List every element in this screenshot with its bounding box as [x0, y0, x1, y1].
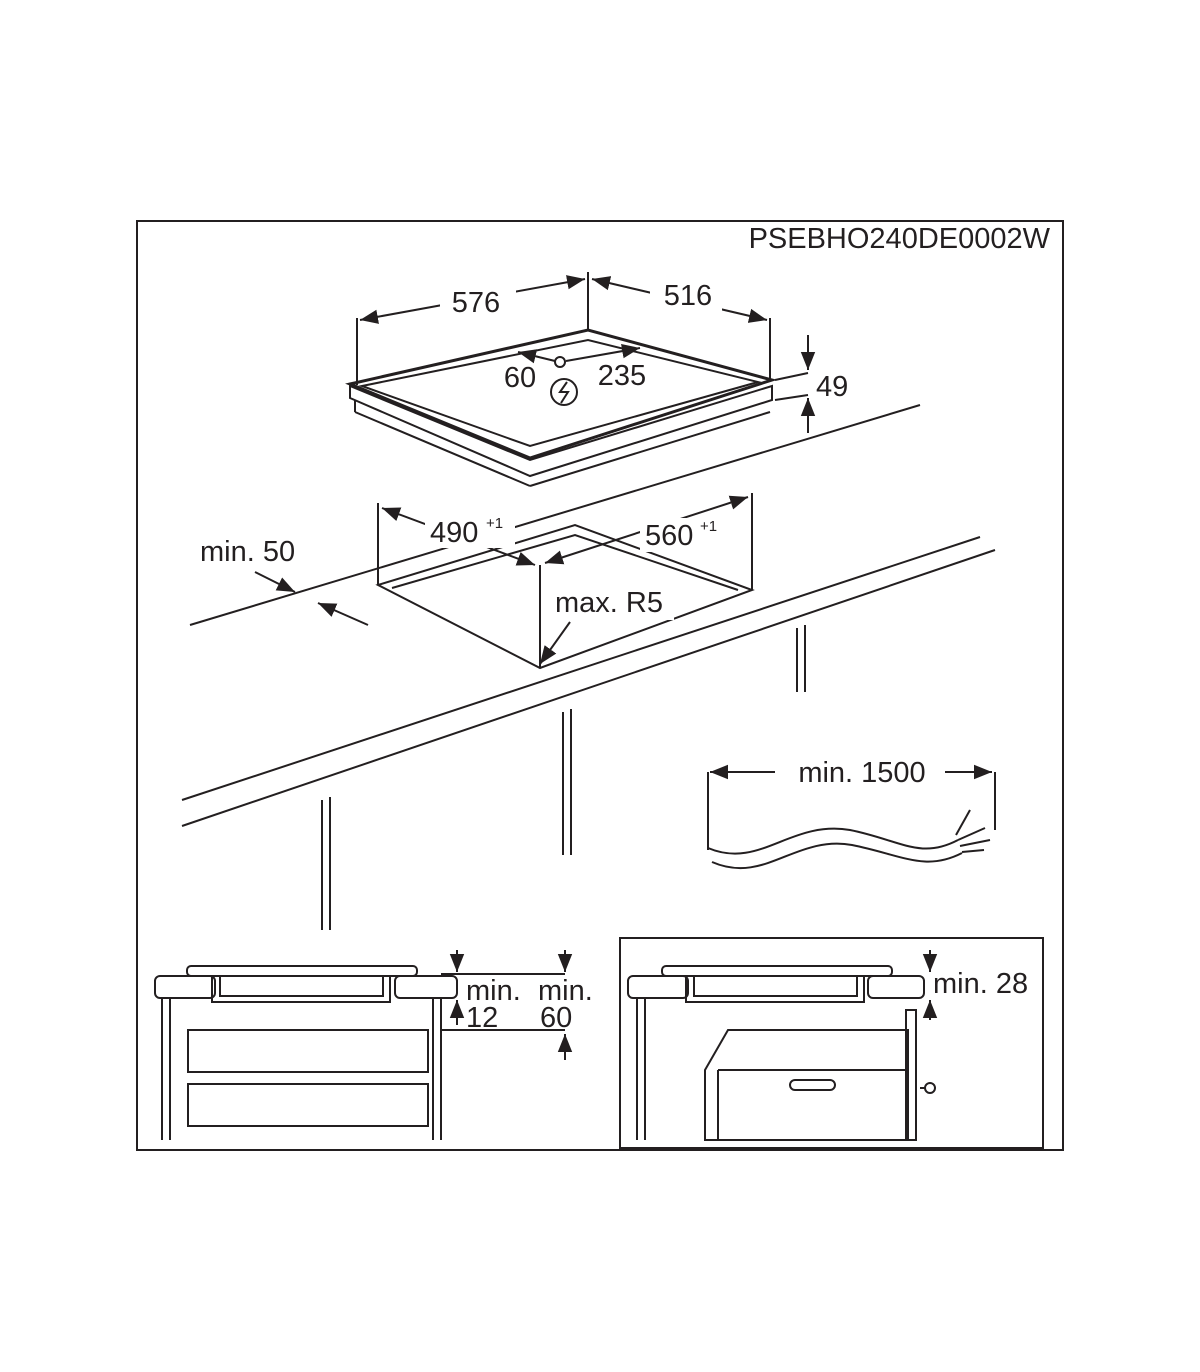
model-code: PSEBHO240DE0002W [749, 223, 1051, 255]
cable-offset-y-label: 235 [598, 360, 646, 392]
drawer-space-value: 60 [540, 1002, 572, 1034]
section-oven-frame [619, 937, 1044, 1149]
cutout-width-label: 560 [645, 520, 693, 552]
section-oven [627, 950, 938, 1141]
cutout-depth-tolerance: +1 [486, 515, 503, 532]
cutout-width-tolerance: +1 [700, 518, 717, 535]
corner-radius-label: max. R5 [555, 587, 663, 619]
cutout-depth-label: 490 [430, 517, 478, 549]
hob-depth-label: 516 [664, 280, 712, 312]
hob-width-label: 576 [452, 287, 500, 319]
drawer-space-min-label: min. [538, 975, 593, 1007]
cable-offset-x-label: 60 [504, 362, 536, 394]
hob-drawing [345, 328, 778, 487]
countertop [181, 404, 996, 930]
cable-length-label: min. 1500 [798, 757, 925, 789]
drawer-gap-value: 12 [466, 1002, 498, 1034]
hob-height-label: 49 [816, 371, 848, 403]
cable-drawing [707, 764, 996, 870]
drawer-gap-min-label: min. [466, 975, 521, 1007]
diagram-frame [136, 220, 1064, 1151]
section-drawer [154, 950, 573, 1140]
oven-gap-label: min. 28 [933, 968, 1028, 1000]
electric-connection-icon [550, 378, 578, 406]
min-edge-label: min. 50 [200, 536, 295, 568]
